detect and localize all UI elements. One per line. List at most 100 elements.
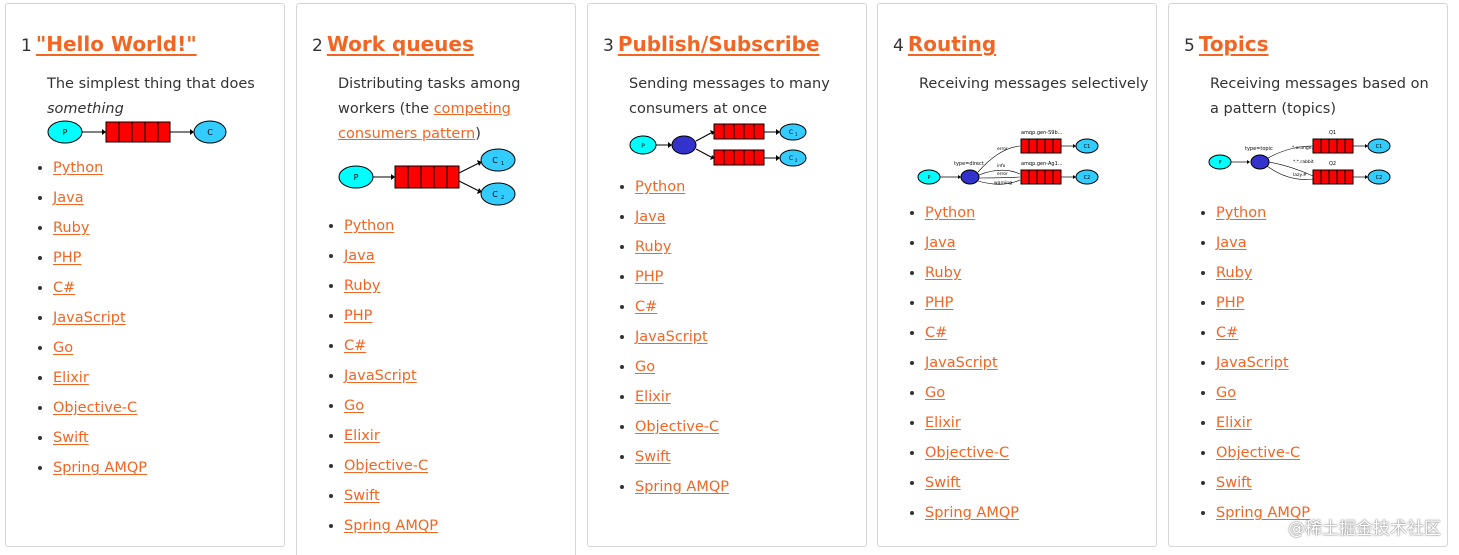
description-text: Receiving messages selectively bbox=[919, 76, 1149, 92]
list-item: Objective-C bbox=[925, 438, 1019, 468]
language-link[interactable]: C# bbox=[344, 338, 367, 354]
language-link[interactable]: Elixir bbox=[53, 370, 89, 386]
language-link[interactable]: PHP bbox=[344, 308, 373, 324]
language-link[interactable]: Java bbox=[925, 235, 956, 251]
list-item: Go bbox=[925, 378, 1019, 408]
language-link[interactable]: Go bbox=[925, 385, 946, 401]
language-link[interactable]: Python bbox=[1216, 205, 1267, 221]
language-link[interactable]: PHP bbox=[925, 295, 954, 311]
language-link[interactable]: Go bbox=[53, 340, 74, 356]
list-item: Objective-C bbox=[344, 451, 438, 481]
language-link[interactable]: Swift bbox=[344, 488, 380, 504]
tutorial-number: 2 bbox=[312, 36, 323, 56]
language-link[interactable]: Python bbox=[925, 205, 976, 221]
language-link[interactable]: JavaScript bbox=[635, 329, 708, 345]
list-item: Elixir bbox=[925, 408, 1019, 438]
language-link[interactable]: Ruby bbox=[635, 239, 672, 255]
list-item: Go bbox=[53, 333, 147, 363]
queue-2-label: amqp.gen-Ag1... bbox=[1021, 161, 1063, 167]
language-link[interactable]: C# bbox=[925, 325, 948, 341]
list-item: Spring AMQP bbox=[925, 498, 1019, 528]
competing-consumers-link[interactable]: competing consumers pattern bbox=[338, 101, 511, 142]
routing-diagram: P X type=direct error info error warning… bbox=[917, 130, 1099, 186]
language-link[interactable]: Swift bbox=[53, 430, 89, 446]
language-link[interactable]: Ruby bbox=[344, 278, 381, 294]
tutorial-title-link[interactable]: Publish/Subscribe bbox=[617, 32, 820, 56]
language-link[interactable]: Spring AMQP bbox=[1216, 505, 1310, 521]
language-link[interactable]: JavaScript bbox=[1216, 355, 1289, 371]
consumer-1-label: C1 bbox=[1376, 144, 1383, 150]
consumer-1-label: C bbox=[789, 129, 793, 136]
language-link[interactable]: Objective-C bbox=[53, 400, 138, 416]
language-link[interactable]: JavaScript bbox=[344, 368, 417, 384]
consumer-2-label: C2 bbox=[1084, 175, 1091, 181]
binding-key-3: lazy.# bbox=[1293, 172, 1307, 178]
language-link[interactable]: Go bbox=[1216, 385, 1237, 401]
language-link[interactable]: Objective-C bbox=[1216, 445, 1301, 461]
language-link[interactable]: Swift bbox=[1216, 475, 1252, 491]
routing-key-1: error bbox=[997, 146, 1008, 152]
language-link[interactable]: PHP bbox=[53, 250, 82, 266]
producer-label: P bbox=[354, 173, 359, 182]
language-link[interactable]: C# bbox=[53, 280, 76, 296]
language-link[interactable]: Objective-C bbox=[925, 445, 1010, 461]
language-link[interactable]: Ruby bbox=[1216, 265, 1253, 281]
language-link[interactable]: Ruby bbox=[925, 265, 962, 281]
language-link[interactable]: JavaScript bbox=[925, 355, 998, 371]
list-item: Python bbox=[53, 153, 147, 183]
language-link[interactable]: Elixir bbox=[344, 428, 380, 444]
language-link[interactable]: PHP bbox=[1216, 295, 1245, 311]
language-link[interactable]: C# bbox=[635, 299, 658, 315]
list-item: C# bbox=[344, 331, 438, 361]
list-item: Go bbox=[635, 352, 729, 382]
language-link[interactable]: Elixir bbox=[925, 415, 961, 431]
list-item: Python bbox=[635, 172, 729, 202]
language-link[interactable]: Elixir bbox=[635, 389, 671, 405]
language-link[interactable]: Objective-C bbox=[635, 419, 720, 435]
producer-label: P bbox=[641, 143, 645, 150]
list-item: Elixir bbox=[53, 363, 147, 393]
language-list: Python Java Ruby PHP C# JavaScript Go El… bbox=[312, 211, 438, 541]
tutorial-number: 5 bbox=[1184, 36, 1195, 56]
language-link[interactable]: Go bbox=[635, 359, 656, 375]
language-link[interactable]: Ruby bbox=[53, 220, 90, 236]
list-item: JavaScript bbox=[925, 348, 1019, 378]
list-item: C# bbox=[925, 318, 1019, 348]
language-link[interactable]: PHP bbox=[635, 269, 664, 285]
language-link[interactable]: Spring AMQP bbox=[53, 460, 147, 476]
description-text: Distributing tasks among workers (the bbox=[338, 76, 521, 117]
tutorial-title-link[interactable]: Topics bbox=[1198, 32, 1269, 56]
language-list: Python Java Ruby PHP C# JavaScript Go El… bbox=[21, 153, 147, 483]
language-link[interactable]: Spring AMQP bbox=[344, 518, 438, 534]
language-link[interactable]: Elixir bbox=[1216, 415, 1252, 431]
language-link[interactable]: Java bbox=[53, 190, 84, 206]
language-link[interactable]: Java bbox=[635, 209, 666, 225]
list-item: Ruby bbox=[344, 271, 438, 301]
language-link[interactable]: Python bbox=[344, 218, 395, 234]
language-link[interactable]: Go bbox=[344, 398, 365, 414]
exchange-label: X bbox=[1258, 160, 1262, 166]
card-title-row: 5 Topics bbox=[1184, 32, 1269, 56]
tutorial-title-link[interactable]: Work queues bbox=[326, 32, 474, 56]
language-link[interactable]: Spring AMQP bbox=[925, 505, 1019, 521]
language-link[interactable]: Java bbox=[344, 248, 375, 264]
language-link[interactable]: JavaScript bbox=[53, 310, 126, 326]
list-item: PHP bbox=[1216, 288, 1310, 318]
language-link[interactable]: Swift bbox=[925, 475, 961, 491]
list-item: Swift bbox=[344, 481, 438, 511]
language-link[interactable]: Objective-C bbox=[344, 458, 429, 474]
description-text: The simplest thing that does bbox=[47, 76, 255, 92]
language-link[interactable]: Swift bbox=[635, 449, 671, 465]
language-link[interactable]: Python bbox=[53, 160, 104, 176]
language-link[interactable]: Python bbox=[635, 179, 686, 195]
language-link[interactable]: Spring AMQP bbox=[635, 479, 729, 495]
list-item: Go bbox=[1216, 378, 1310, 408]
list-item: Java bbox=[53, 183, 147, 213]
language-link[interactable]: Java bbox=[1216, 235, 1247, 251]
tutorial-title-link[interactable]: "Hello World!" bbox=[35, 32, 197, 56]
tutorial-card-topics: 5 Topics Receiving messages based on a p… bbox=[1168, 3, 1448, 547]
tutorial-title-link[interactable]: Routing bbox=[907, 32, 997, 56]
consumer-1-subscript: 1 bbox=[501, 161, 504, 167]
list-item: Objective-C bbox=[53, 393, 147, 423]
language-link[interactable]: C# bbox=[1216, 325, 1239, 341]
